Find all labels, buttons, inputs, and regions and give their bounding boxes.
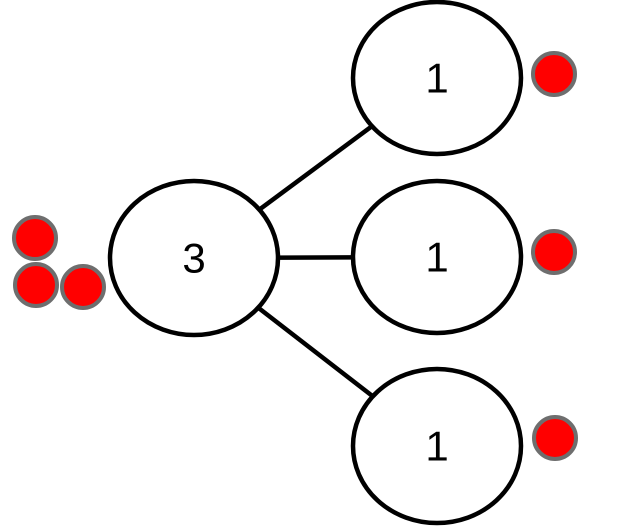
place-label-top-right: 1 [425, 55, 448, 102]
token [12, 215, 58, 261]
place-node-middle-right [350, 178, 524, 336]
place-node-bottom-right [350, 366, 524, 526]
token [60, 264, 106, 310]
token [531, 229, 577, 275]
place-label-left: 3 [182, 235, 205, 282]
place-node-left [107, 178, 281, 338]
place-node-top-right [350, 0, 524, 157]
token [13, 262, 59, 308]
place-label-middle-right: 1 [425, 234, 448, 281]
place-label-bottom-right: 1 [425, 423, 448, 470]
token [531, 51, 577, 97]
token [532, 415, 578, 461]
